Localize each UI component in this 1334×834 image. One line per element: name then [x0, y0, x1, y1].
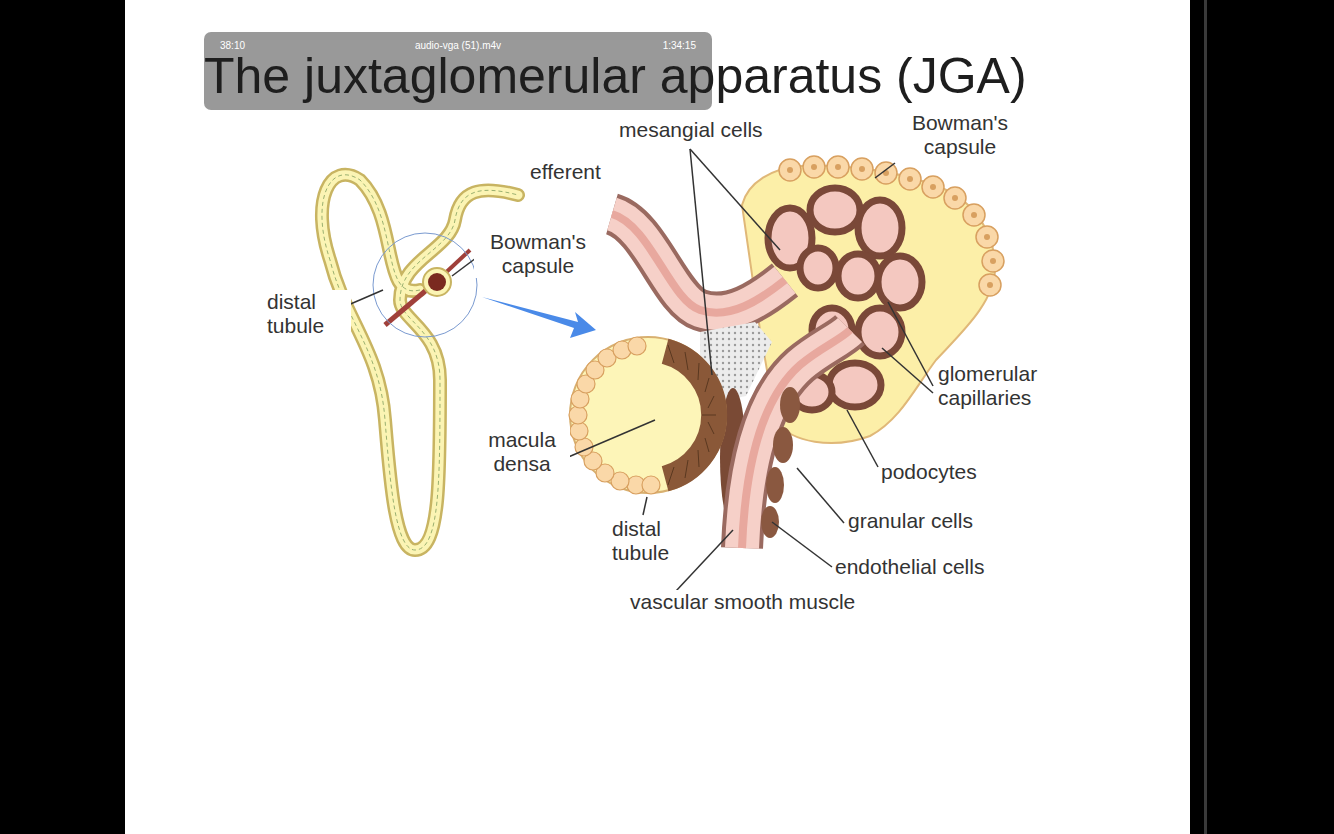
part-label: endothelial cells	[833, 555, 986, 579]
illustration-circle	[984, 234, 990, 240]
illustration-path	[668, 467, 674, 485]
illustration-path	[702, 415, 716, 416]
illustration-path	[708, 396, 714, 408]
slide-title: The juxtaglomerular apparatus (JGA)	[204, 46, 1027, 106]
part-label: glomerular capillaries	[936, 362, 1068, 410]
illustration-circle	[907, 176, 913, 182]
illustration-path	[705, 378, 709, 392]
illustration-path	[385, 287, 430, 325]
illustration-circle	[811, 164, 817, 170]
illustration-path	[742, 330, 850, 548]
illustration-g	[668, 345, 716, 485]
part-label: efferent	[528, 160, 603, 184]
illustration-path	[772, 522, 832, 567]
illustration-circle	[428, 273, 446, 291]
illustration-circle	[987, 282, 993, 288]
illustration-circle	[851, 158, 873, 180]
illustration-ellipse	[838, 254, 878, 298]
distal-tubule-section	[569, 337, 726, 494]
illustration-circle	[373, 233, 477, 337]
screen-edge-bar	[1204, 0, 1207, 834]
illustration-ellipse	[800, 248, 836, 288]
illustration-circle	[976, 226, 998, 248]
illustration-circle	[787, 167, 793, 173]
illustration-path	[668, 345, 674, 363]
leader-lines	[332, 149, 933, 591]
illustration-ellipse	[780, 387, 800, 423]
illustration-circle	[803, 156, 825, 178]
part-label: distal tubule	[610, 517, 696, 565]
part-label: distal tubule	[265, 290, 351, 338]
illustration-circle	[827, 156, 849, 178]
illustration-circle	[859, 166, 865, 172]
illustration-ellipse	[773, 427, 793, 463]
illustration-circle	[990, 258, 996, 264]
illustration-circle	[642, 476, 660, 494]
part-label: macula densa	[474, 428, 570, 476]
illustration-ellipse	[766, 467, 784, 503]
illustration-path	[797, 468, 844, 523]
illustration-circle	[570, 337, 726, 493]
illustration-path	[685, 352, 688, 370]
part-label: Bowman's capsule	[474, 230, 602, 278]
illustration-path	[882, 348, 933, 393]
illustration-path	[698, 363, 699, 380]
illustration-ellipse	[810, 188, 860, 232]
illustration-circle	[922, 176, 944, 198]
illustration-path	[643, 497, 647, 515]
illustration-g	[569, 337, 660, 494]
illustration-g	[761, 387, 800, 538]
illustration-circle	[570, 422, 588, 440]
illustration-path	[847, 410, 878, 467]
part-label: podocytes	[879, 460, 979, 484]
illustration-path	[452, 258, 476, 276]
illustration-path	[566, 420, 655, 458]
afferent-arteriole	[720, 330, 850, 548]
illustration-circle	[779, 159, 801, 181]
part-label: vascular smooth muscle	[628, 590, 857, 614]
illustration-path	[742, 330, 850, 548]
illustration-circle	[952, 195, 958, 201]
illustration-path	[482, 297, 596, 338]
illustration-ellipse	[858, 200, 902, 256]
illustration-ellipse	[829, 363, 881, 407]
part-label: Bowman's capsule	[896, 111, 1024, 159]
illustration-path	[698, 450, 699, 467]
illustration-path	[690, 149, 712, 375]
illustration-path	[742, 330, 850, 548]
illustration-circle	[423, 268, 451, 296]
illustration-circle	[628, 337, 646, 355]
illustration-circle	[971, 212, 977, 218]
illustration-ellipse	[761, 506, 779, 538]
illustration-circle	[930, 184, 936, 190]
illustration-circle	[982, 250, 1004, 272]
illustration-path	[705, 438, 709, 452]
illustration-circle	[944, 187, 966, 209]
part-label: granular cells	[846, 509, 975, 533]
illustration-circle	[963, 204, 985, 226]
part-label: mesangial cells	[617, 118, 765, 142]
illustration-path	[685, 460, 688, 478]
illustration-ellipse	[878, 256, 922, 308]
illustration-path	[875, 163, 895, 178]
illustration-circle	[835, 164, 841, 170]
illustration-path	[708, 422, 714, 434]
illustration-circle	[569, 406, 587, 424]
illustration-circle	[979, 274, 1001, 296]
illustration-circle	[875, 162, 897, 184]
illustration-path	[690, 149, 780, 250]
illustration-circle	[899, 168, 921, 190]
